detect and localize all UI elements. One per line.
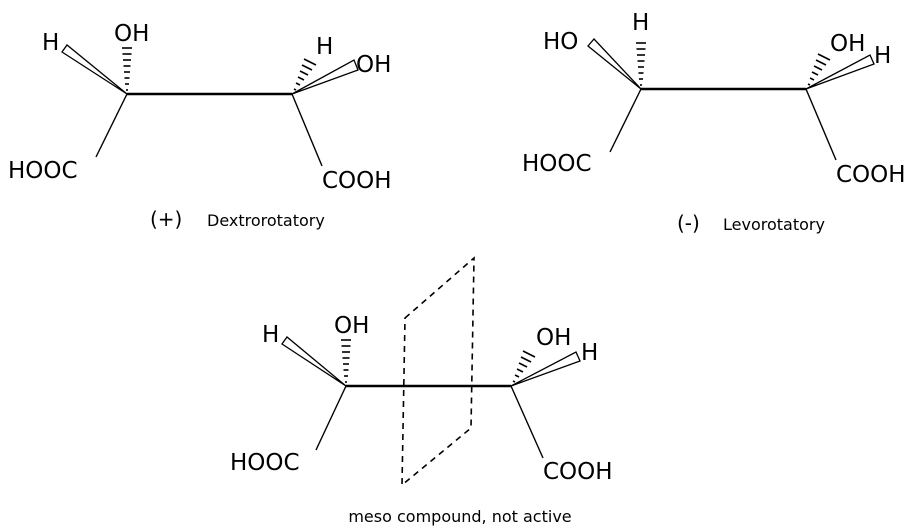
molecule-dextrorotatory: H OH HOOC H OH COOH (+) Dextrorotatory	[8, 21, 392, 231]
caption-meso: meso compound, not active	[348, 507, 571, 526]
left-ho-wedge	[587, 38, 642, 90]
right-cooh-bond	[805, 88, 837, 161]
atom-right-h: H	[581, 340, 598, 366]
atom-left-oh: OH	[114, 21, 149, 47]
left-cooh-bond	[609, 88, 642, 153]
left-cooh-bond	[95, 93, 128, 158]
atom-left-ho: HO	[543, 29, 578, 55]
caption-levorotatory: Levorotatory	[723, 215, 825, 234]
left-oh-hash-bond	[341, 339, 351, 383]
right-cooh-bond	[291, 93, 323, 167]
left-cooh-bond	[315, 385, 347, 451]
atom-left-oh: OH	[334, 313, 369, 339]
right-h-wedge	[510, 351, 581, 387]
caption-dextrorotatory: Dextrorotatory	[207, 211, 325, 230]
atom-right-cooh: COOH	[322, 168, 392, 194]
atom-left-hooc: HOOC	[522, 151, 592, 177]
atom-right-cooh: COOH	[836, 162, 906, 188]
right-oh-hash-bond	[807, 53, 831, 86]
rotation-sign-plus: (+)	[150, 207, 182, 231]
atom-right-oh: OH	[356, 52, 391, 78]
molecule-levorotatory: HO H HOOC OH H COOH (-) Levorotatory	[522, 10, 906, 235]
atom-left-hooc: HOOC	[230, 450, 300, 476]
mirror-plane	[401, 256, 475, 487]
atom-left-h: H	[42, 30, 59, 56]
atom-right-h: H	[316, 34, 333, 60]
right-h-wedge	[805, 54, 875, 90]
atom-right-oh: OH	[536, 325, 571, 351]
left-h-wedge	[61, 44, 128, 95]
atom-right-cooh: COOH	[543, 459, 613, 485]
right-cooh-bond	[510, 385, 544, 459]
right-oh-hash-bond	[512, 350, 536, 383]
atom-left-h: H	[632, 10, 649, 36]
molecule-meso: H OH HOOC OH H COOH meso compound, not a…	[230, 256, 613, 526]
atom-left-h: H	[262, 322, 279, 348]
rotation-sign-minus: (-)	[677, 211, 700, 235]
right-oh-wedge	[291, 59, 359, 95]
atom-left-hooc: HOOC	[8, 158, 78, 184]
left-h-hash-bond	[636, 42, 646, 86]
atom-right-oh: OH	[830, 31, 865, 57]
left-oh-hash-bond	[122, 47, 132, 91]
atom-right-h: H	[874, 43, 891, 69]
right-h-hash-bond	[293, 58, 317, 91]
left-h-wedge	[281, 336, 347, 387]
